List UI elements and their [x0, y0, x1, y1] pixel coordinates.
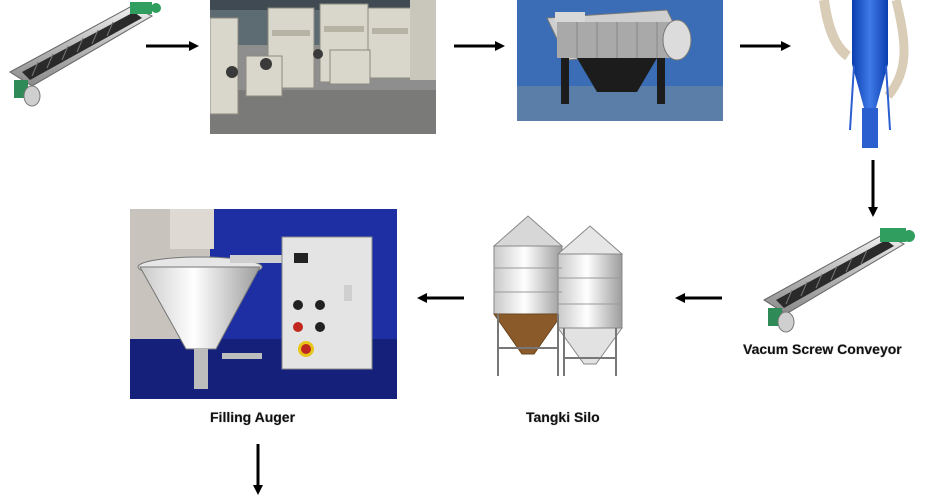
- screw-conveyor-icon: [9, 2, 161, 107]
- sifter-icon: [517, 0, 723, 121]
- vacuum-screw-conveyor-label: Vacum Screw Conveyor: [743, 341, 902, 357]
- cyclone-separator: [810, 0, 920, 152]
- vacuum-screw-conveyor: [756, 222, 916, 334]
- silo-icon: [492, 215, 624, 376]
- filling-machine-icon: [130, 209, 397, 399]
- grinding-mill: [210, 0, 436, 134]
- filling-auger-label: Filling Auger: [210, 409, 296, 425]
- rotary-sifter: [517, 0, 723, 121]
- screw-conveyor-top: [2, 0, 162, 110]
- cyclone-icon: [819, 0, 909, 148]
- filling-auger: [130, 209, 397, 399]
- screw-conveyor-icon: [763, 228, 915, 333]
- storage-silo-label: Tangki Silo: [526, 409, 600, 425]
- storage-silo: [488, 208, 636, 380]
- raymond-mill-icon: [210, 0, 436, 134]
